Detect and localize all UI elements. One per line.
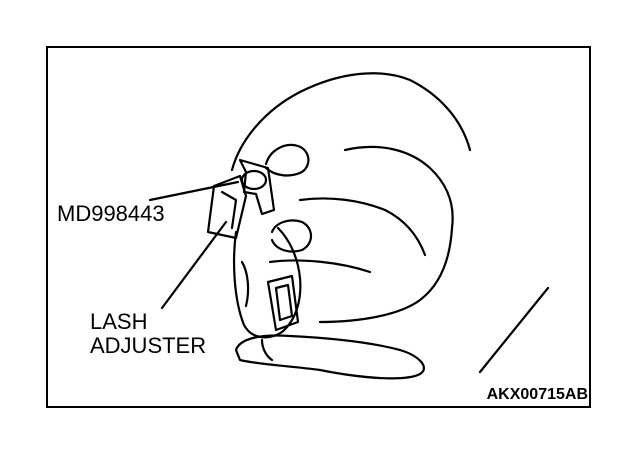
hand-knuckles (343, 145, 454, 230)
rocker-curve (240, 260, 250, 308)
rocker-slot (266, 274, 300, 332)
tool-stem (220, 190, 238, 230)
rocker-arm (232, 226, 302, 339)
tool-flange (206, 174, 248, 240)
ring-finger (268, 259, 372, 274)
adjuster-top (240, 169, 268, 191)
hand-inner (298, 197, 427, 257)
hand-back (230, 72, 472, 172)
lash-adjuster-label-line2: ADJUSTER (90, 333, 207, 358)
rocker-slot-inner (274, 283, 294, 322)
tool-label: MD998443 (57, 201, 165, 226)
hand-lower-edge (318, 226, 454, 324)
thumb (234, 334, 425, 380)
thumb-crease (260, 338, 274, 362)
figure-code: AKX00715AB (486, 386, 588, 403)
leader-tool (148, 180, 240, 202)
middle-finger (270, 219, 313, 253)
leader-lash (160, 220, 228, 310)
tool-body (238, 158, 276, 216)
edge-line-right (478, 286, 550, 374)
index-finger (264, 143, 310, 177)
lash-adjuster-label-line1: LASH (90, 309, 148, 334)
